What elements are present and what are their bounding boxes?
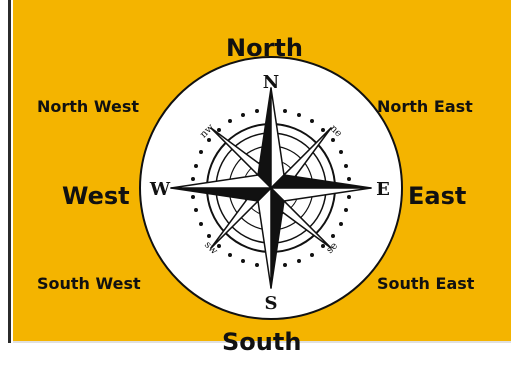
label-north: North (226, 34, 303, 62)
label-south-west: South West (37, 274, 141, 293)
label-south: South (222, 328, 301, 356)
rose-letter-n: N (263, 72, 279, 93)
rose-letter-s: S (265, 293, 278, 314)
label-south-east: South East (377, 274, 474, 293)
label-east: East (408, 182, 466, 210)
label-west: West (62, 182, 130, 210)
label-north-east: North East (377, 97, 473, 116)
label-north-west: North West (37, 97, 139, 116)
rose-letter-e: E (376, 179, 390, 200)
rose-letter-w: W (149, 179, 171, 200)
